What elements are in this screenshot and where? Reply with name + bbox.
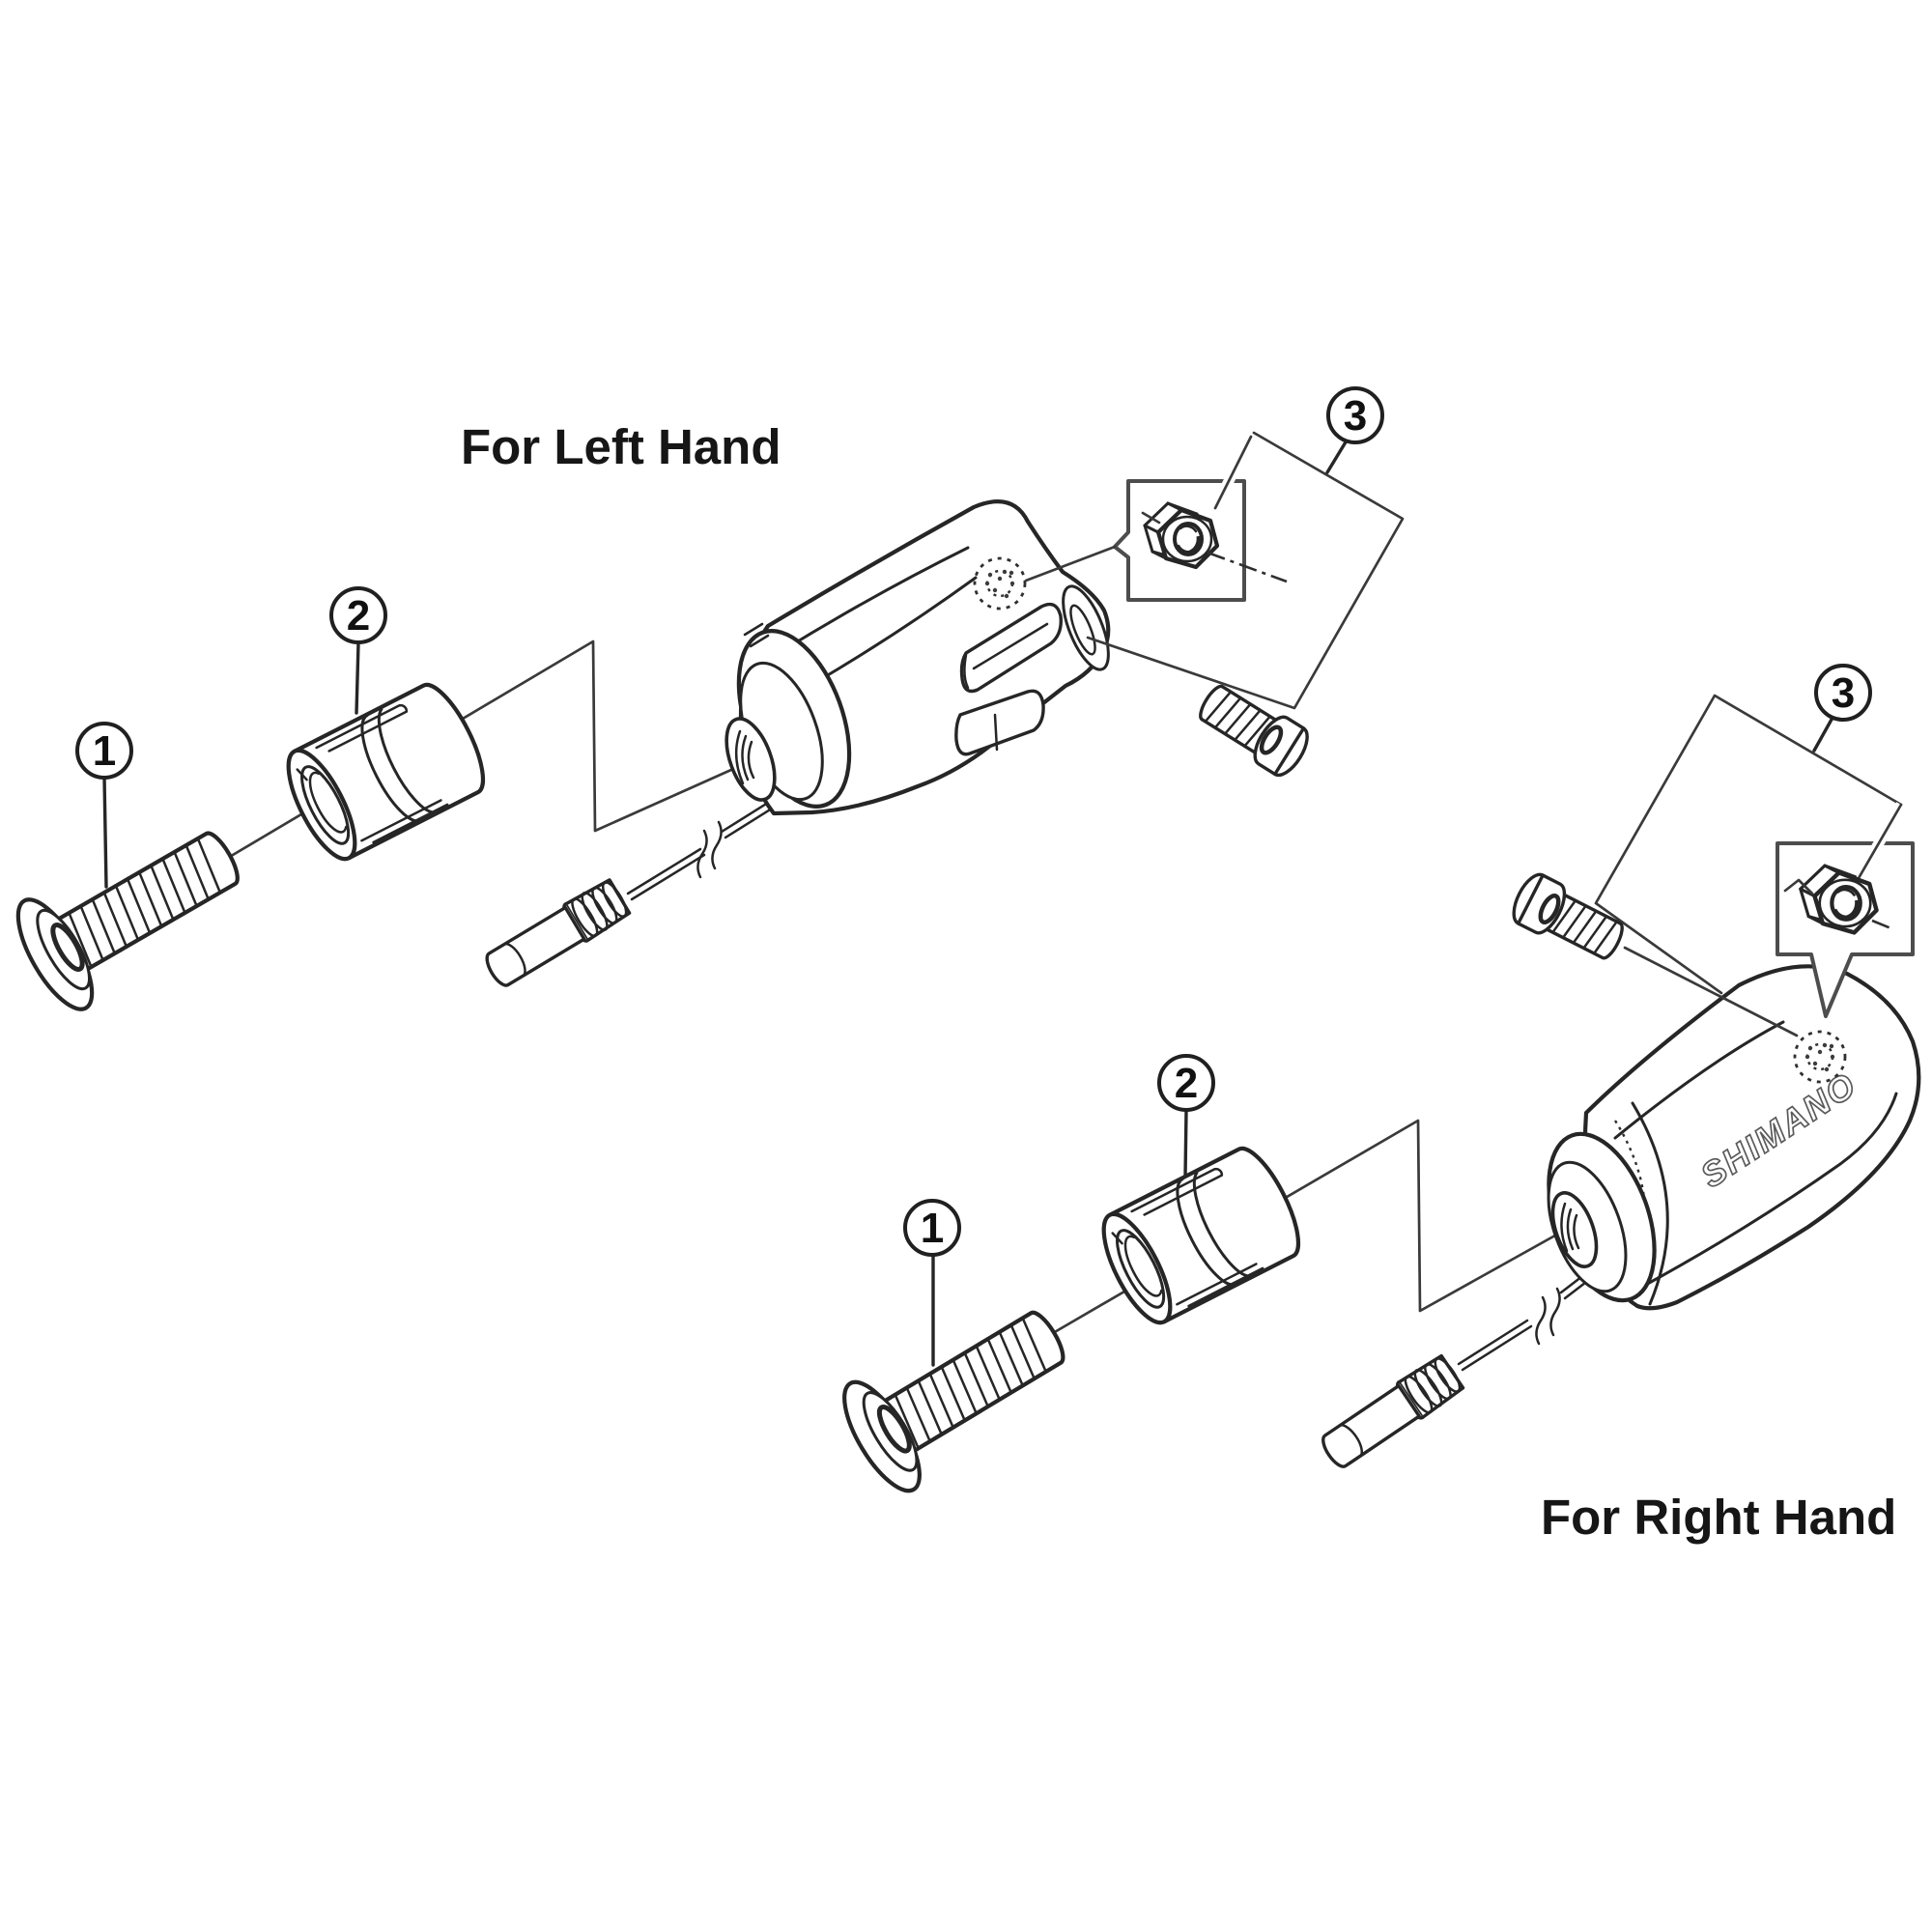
frame-pointer-left — [1213, 435, 1253, 510]
right-assembly: SHIMANO 1 2 3 For Right Ha — [830, 664, 1921, 1545]
fixing-screw-left — [1192, 676, 1314, 781]
shifter-body-right: SHIMANO — [1547, 964, 1921, 1311]
title-left: For Left Hand — [461, 419, 781, 474]
callout-3-right-number: 3 — [1832, 669, 1855, 717]
screw-leader-right — [1623, 946, 1799, 1037]
callout-3-right: 3 — [1814, 664, 1872, 722]
callout-2-left-number: 2 — [347, 592, 370, 639]
callout-3-left: 3 — [1326, 386, 1384, 444]
magnifier-frame-right — [1594, 694, 1903, 995]
clamp-bolt-left — [4, 801, 260, 1020]
fixing-screw-right — [1507, 869, 1630, 968]
cable-ferrule-left — [479, 875, 634, 993]
cable-break-symbol — [1535, 1287, 1561, 1346]
left-assembly: 1 2 3 For Left Hand — [4, 386, 1405, 1020]
callout-2-left: 2 — [329, 586, 387, 715]
callout-1-left-number: 1 — [93, 727, 116, 775]
cable-ferrule-right — [1315, 1351, 1467, 1475]
callout-3-leader-right — [1812, 716, 1834, 753]
title-right: For Right Hand — [1541, 1490, 1896, 1545]
callout-1-left: 1 — [75, 722, 133, 889]
shifter-body-left — [724, 499, 1111, 816]
cable-break-symbol — [696, 820, 723, 879]
callout-1-right-number: 1 — [921, 1205, 944, 1252]
nut-axis-left — [1207, 551, 1288, 583]
shift-cable-right — [1315, 1268, 1596, 1475]
callout-3-leader-left — [1325, 439, 1349, 474]
shift-cable-left — [479, 780, 808, 993]
shift-lever-upper — [959, 602, 1063, 694]
callout-2-right-number: 2 — [1175, 1060, 1198, 1107]
nut-axis-right — [1871, 919, 1894, 931]
callout-3-left-number: 3 — [1344, 392, 1367, 440]
cable-clamp-ring — [1062, 584, 1110, 671]
callout-1-right: 1 — [903, 1199, 961, 1367]
clamp-bolt-right — [830, 1280, 1086, 1501]
magnifier-frame-left — [1086, 431, 1405, 710]
callout-2-right: 2 — [1157, 1054, 1215, 1179]
frame-pointer-right — [1853, 803, 1903, 887]
shift-lever-lower — [954, 689, 1045, 756]
box-notch-leader-left — [1024, 545, 1117, 582]
expander-sleeve-left — [275, 677, 495, 868]
expander-sleeve-right — [1091, 1141, 1310, 1332]
